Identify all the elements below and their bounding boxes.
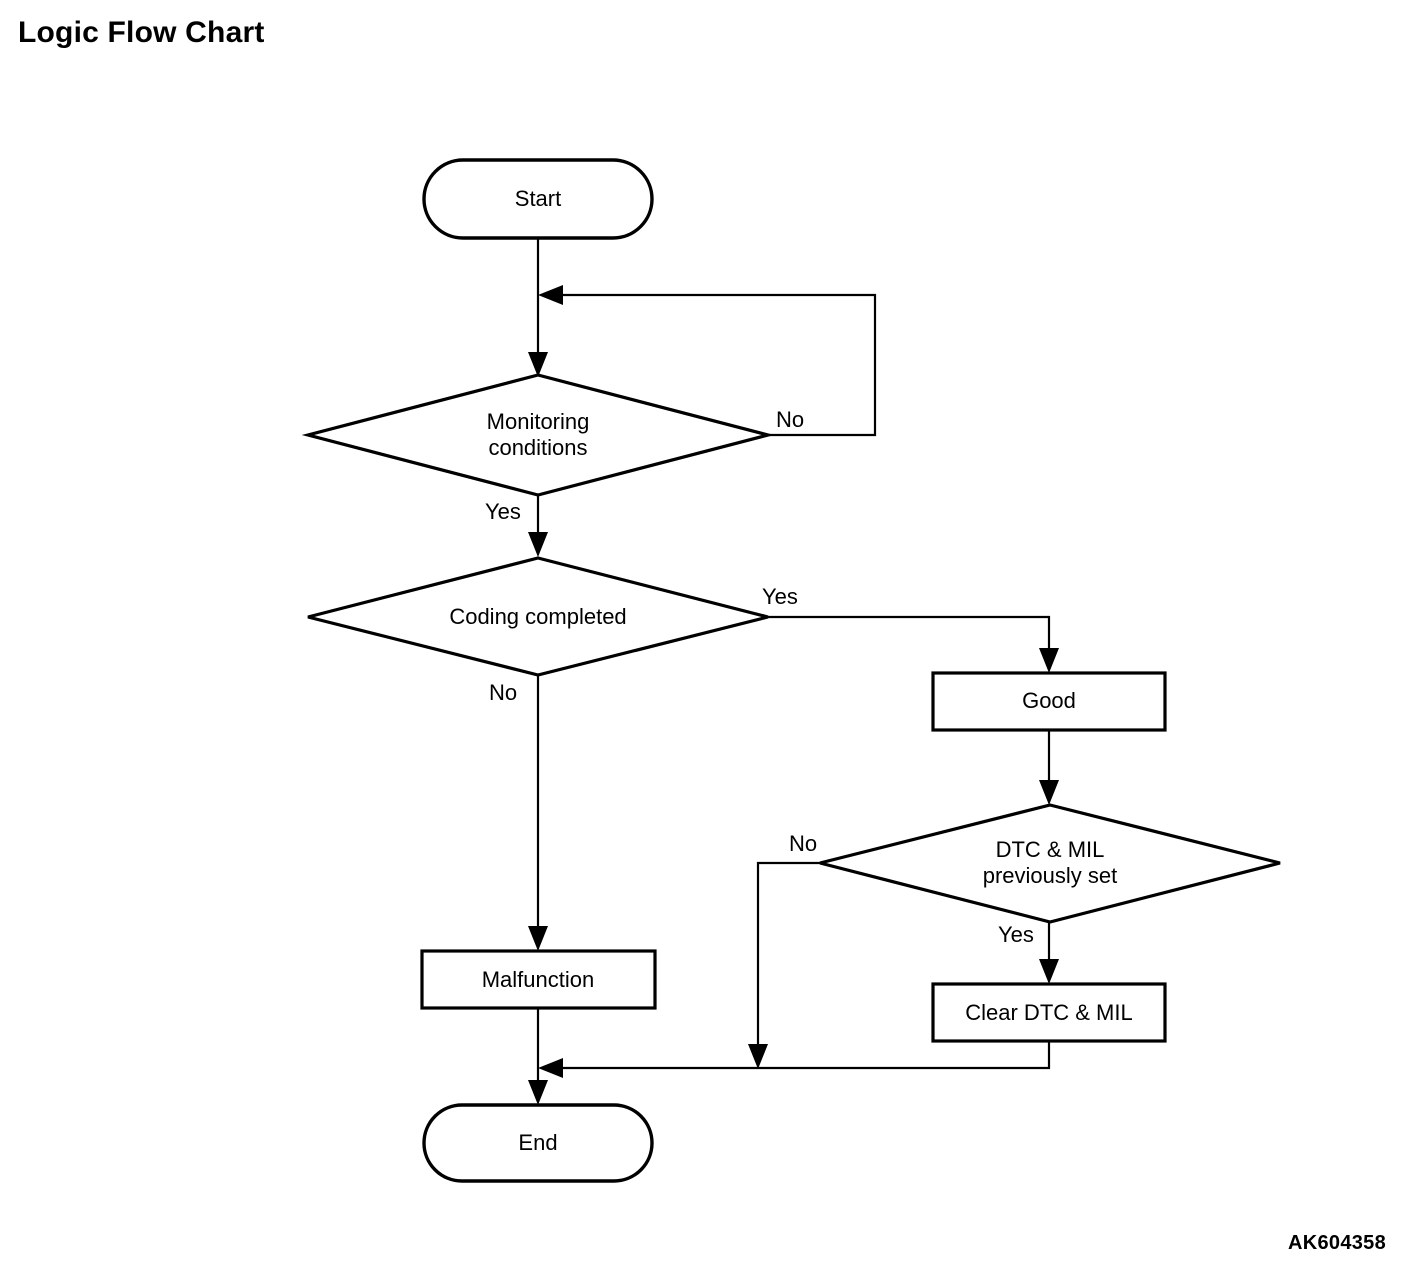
edge-label-no-dtcmil: No — [789, 831, 817, 856]
page-title: Logic Flow Chart — [18, 16, 265, 49]
process-shape — [420, 949, 657, 1010]
edge-label-no-monitoring: No — [776, 407, 804, 432]
edge-line — [548, 1042, 1051, 1070]
node-start-label: Start — [515, 186, 561, 211]
node-coding-completed[interactable]: Coding completed — [307, 556, 769, 677]
node-malfunction-label: Malfunction — [482, 967, 595, 992]
node-malfunction[interactable]: Malfunction — [420, 949, 657, 1010]
arrowhead-down-icon — [748, 1044, 768, 1069]
arrowhead-down-icon — [1039, 780, 1059, 805]
node-dtcmil-label-line2: previously set — [983, 863, 1118, 888]
node-dtc-mil-previously-set[interactable]: DTC & MIL previously set — [819, 803, 1281, 924]
node-end[interactable]: End — [422, 1103, 654, 1183]
arrowhead-left-icon — [538, 1058, 563, 1078]
decision-shape — [307, 556, 769, 677]
node-clear-dtc-mil[interactable]: Clear DTC & MIL — [931, 982, 1167, 1043]
node-end-label: End — [518, 1130, 557, 1155]
edge-line — [768, 615, 1051, 667]
edge-monitoring-yes-to-coding — [528, 495, 548, 557]
edge-malfunction-to-end — [528, 1008, 548, 1105]
edge-line — [548, 293, 877, 437]
node-start[interactable]: Start — [422, 158, 654, 240]
node-monitoring-label-line1: Monitoring — [487, 409, 590, 434]
arrowhead-down-icon — [1039, 648, 1059, 673]
edge-start-to-monitoring — [528, 238, 548, 377]
arrowhead-down-icon — [528, 926, 548, 951]
edge-dtcmil-yes-to-cleardtc — [1039, 922, 1059, 984]
node-coding-label: Coding completed — [449, 604, 626, 629]
edge-coding-yes-to-good — [768, 615, 1059, 673]
arrowhead-down-icon — [528, 352, 548, 377]
edge-label-yes-coding: Yes — [762, 584, 798, 609]
node-good-label: Good — [1022, 688, 1076, 713]
edge-line — [756, 861, 820, 1062]
node-good[interactable]: Good — [931, 671, 1167, 732]
node-monitoring-label-line2: conditions — [488, 435, 587, 460]
arrowhead-down-icon — [528, 532, 548, 557]
arrowhead-left-icon — [538, 285, 563, 305]
arrowhead-down-icon — [528, 1080, 548, 1105]
edge-label-no-coding: No — [489, 680, 517, 705]
node-cleardtc-label: Clear DTC & MIL — [965, 1000, 1132, 1025]
node-dtcmil-label-line1: DTC & MIL — [996, 837, 1105, 862]
edge-label-yes-dtcmil: Yes — [998, 922, 1034, 947]
figure-code-label: AK604358 — [1288, 1232, 1387, 1254]
edge-coding-no-to-malfunction — [528, 675, 548, 951]
terminator-shape — [422, 1103, 654, 1183]
edge-good-to-dtcmil — [1039, 730, 1059, 805]
terminator-shape — [422, 158, 654, 240]
edge-label-yes-monitoring: Yes — [485, 499, 521, 524]
process-shape — [931, 671, 1167, 732]
decision-shape — [819, 803, 1281, 924]
decision-shape — [301, 373, 775, 497]
arrowhead-down-icon — [1039, 959, 1059, 984]
edge-cleardtc-to-end — [538, 1042, 1051, 1078]
node-monitoring-conditions[interactable]: Monitoring conditions — [301, 373, 775, 497]
process-shape — [931, 982, 1167, 1043]
edge-monitoring-no-feedback — [538, 285, 877, 437]
edge-dtcmil-no-to-end — [748, 861, 820, 1069]
